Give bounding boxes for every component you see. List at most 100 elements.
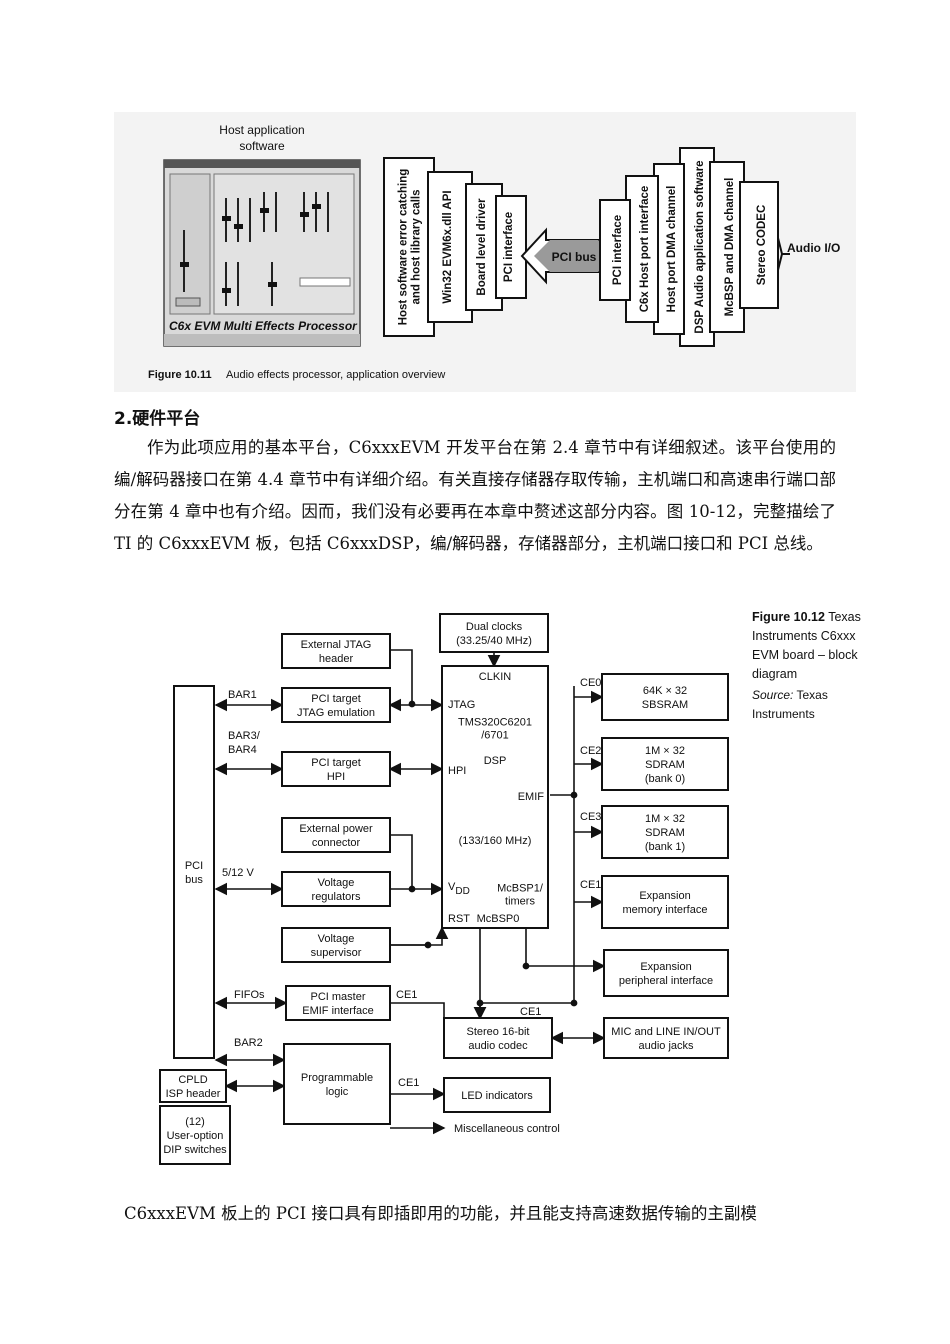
fig1-caption-num: Figure 10.11: [148, 369, 212, 381]
figure-10-11-graphic: C6x EVM Multi Effects Processor Host app…: [148, 123, 840, 381]
figure-10-11: C6x EVM Multi Effects Processor Host app…: [114, 112, 856, 392]
dsp-stack-layer: C6x Host port interface: [625, 175, 659, 323]
label-v512: 5/12 V: [222, 867, 254, 879]
host-stack-layer: PCI interface: [495, 195, 527, 299]
label-ce3: CE3: [580, 811, 601, 823]
section-paragraph: 作为此项应用的基本平台，C6xxxEVM 开发平台在第 2.4 章节中有详细叙述…: [114, 432, 836, 560]
dsp-emif: EMIF: [518, 791, 545, 803]
dsp-mcbsp0: McBSP0: [477, 913, 520, 925]
junction-dot: [408, 700, 416, 708]
junction-dot: [408, 885, 416, 893]
fig2-source: Source: Texas Instruments: [752, 686, 866, 724]
fig2-caption-num: Figure 10.12: [752, 610, 825, 624]
host-stack-label: Board level driver: [476, 198, 488, 296]
dsp-freq: (133/160 MHz): [459, 835, 532, 847]
dsp-jtag: JTAG: [448, 699, 475, 711]
dsp-stack-layer: PCI interface: [599, 199, 631, 301]
connection: [390, 926, 449, 946]
label-ce1b: CE1: [396, 989, 417, 1001]
junction-dot: [424, 941, 432, 949]
label-misc: Miscellaneous control: [454, 1123, 560, 1135]
host-label-line1: Host application: [219, 123, 304, 137]
host-stack-label: Win32 EVM6x.dll API: [442, 190, 454, 303]
label-fifos: FIFOs: [234, 989, 265, 1001]
dsp-stack-layer: McBSP and DMA channel: [709, 161, 745, 333]
section-heading: 2.硬件平台: [114, 409, 201, 429]
dsp-dsp: DSP: [484, 755, 507, 767]
block-led: LED indicators: [443, 1077, 551, 1113]
section-paragraph-text: 作为此项应用的基本平台，C6xxxEVM 开发平台在第 2.4 章节中有详细叙述…: [114, 438, 836, 553]
connection: [390, 1002, 445, 1038]
host-software-stack: Host software error catchingand host lib…: [383, 157, 527, 337]
connection: [390, 834, 413, 889]
dsp-stack-label: McBSP and DMA channel: [724, 178, 736, 317]
connection: [390, 649, 413, 704]
dsp-clkin: CLKIN: [479, 671, 511, 683]
fig2-caption: Figure 10.12 Texas Instruments C6xxx EVM…: [752, 608, 866, 724]
dsp-hpi: HPI: [448, 765, 466, 777]
block-label: LED indicators: [461, 1090, 533, 1102]
footer-text: C6xxxEVM 板上的 PCI 接口具有即插即用的功能，并且能支持高速数据传输…: [124, 1204, 757, 1223]
connection-lines: [214, 649, 606, 1135]
label-ce2: CE2: [580, 745, 601, 757]
dsp-stack-label: DSP Audio application software: [694, 160, 706, 333]
screenshot-title: C6x EVM Multi Effects Processor: [169, 319, 358, 333]
junction-dot: [522, 962, 530, 970]
label-bar2: BAR2: [234, 1037, 263, 1049]
host-label-line2: software: [239, 139, 285, 153]
label-bar1: BAR1: [228, 689, 257, 701]
host-stack-label: Host software error catchingand host lib…: [398, 169, 423, 326]
dsp-name: TMS320C6201/6701: [458, 717, 532, 742]
fig1-caption-text: Audio effects processor, application ove…: [226, 369, 445, 381]
label-bar34: BAR3/BAR4: [228, 730, 261, 756]
label-ce1c: CE1: [520, 1006, 541, 1018]
dsp-mcbsp1: McBSP1/timers: [497, 883, 544, 908]
host-stack-layer: Host software error catchingand host lib…: [383, 157, 435, 337]
host-stack-label: PCI interface: [503, 212, 515, 282]
block-label: Dual clocks(33.25/40 MHz): [456, 621, 532, 647]
dsp-rst: RST: [448, 913, 470, 925]
dsp-stack-label: C6x Host port interface: [639, 186, 651, 313]
label-ce1a: CE1: [580, 879, 601, 891]
label-ce1d: CE1: [398, 1077, 419, 1089]
connection: [525, 928, 606, 973]
junction-dot: [476, 999, 484, 1007]
